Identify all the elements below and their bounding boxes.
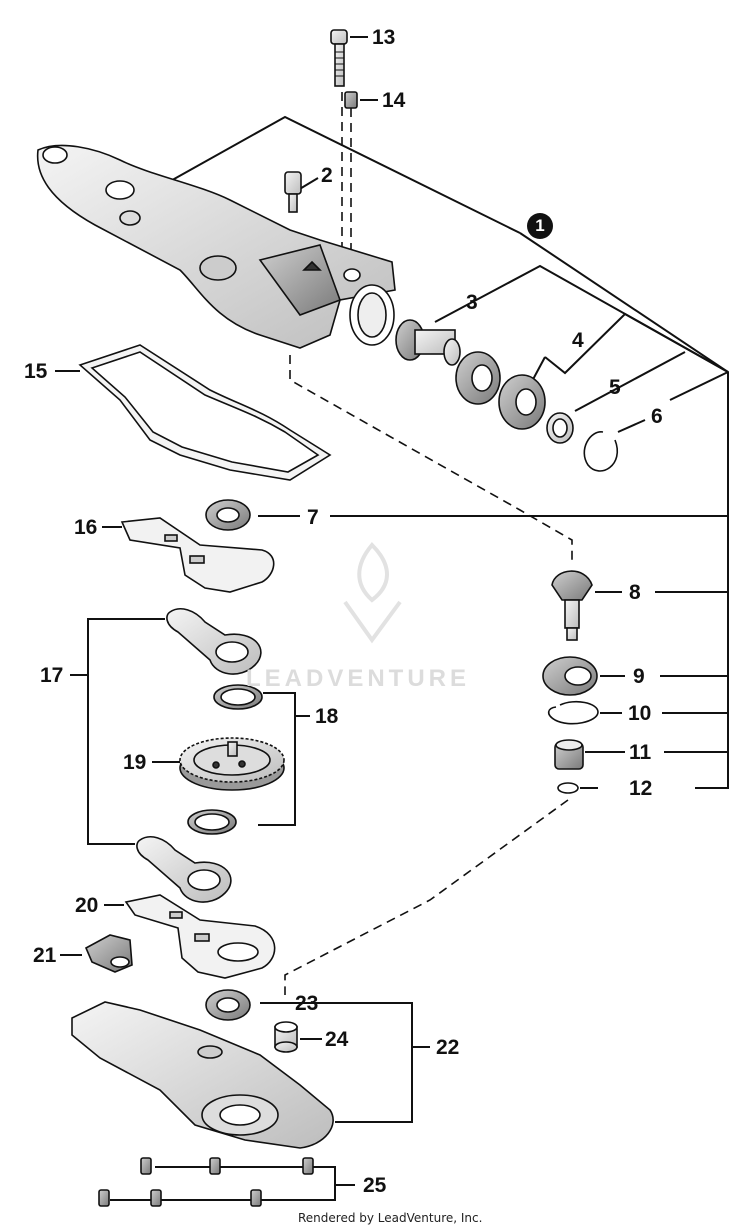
part-7-bearing <box>205 499 251 531</box>
part-24-bushing <box>274 1021 298 1053</box>
watermark-text: LEADVENTURE <box>246 665 471 692</box>
gearcase-housing <box>36 144 396 349</box>
callout-7: 7 <box>307 506 319 529</box>
part-3-pinion-shaft <box>395 319 461 366</box>
part-4-bearing-front <box>455 351 501 405</box>
part-20-plate <box>124 894 276 979</box>
part-8-bevel-gear <box>551 570 593 641</box>
alignment-lines <box>284 62 573 995</box>
callout-2: 2 <box>321 164 333 187</box>
part-14-set-screw <box>344 91 358 109</box>
part-10-snap-ring <box>547 700 599 725</box>
part-11-pinion <box>554 739 584 770</box>
callout-17: 17 <box>40 664 64 687</box>
part-17-rod-upper <box>166 608 262 675</box>
callout-16: 16 <box>74 516 98 539</box>
part-13-bolt <box>330 29 348 87</box>
callout-19: 19 <box>123 751 147 774</box>
callout-22: 22 <box>436 1036 460 1059</box>
part-5-shim <box>546 412 574 444</box>
callout-20: 20 <box>75 894 99 917</box>
footer-credit: Rendered by LeadVenture, Inc. <box>298 1211 483 1225</box>
leader-lines <box>55 36 729 1201</box>
part-12-washer <box>557 782 579 794</box>
callout-8: 8 <box>629 581 641 604</box>
callout-25: 25 <box>363 1174 387 1197</box>
callout-13: 13 <box>372 26 396 49</box>
callout-3: 3 <box>466 291 478 314</box>
callout-10: 10 <box>628 702 652 725</box>
part-6-snap-ring <box>583 431 618 472</box>
part-15-gasket <box>78 344 332 481</box>
part-17-rod-lower <box>136 836 232 903</box>
callout-12: 12 <box>629 777 653 800</box>
part-18-needle-bearing-upper <box>213 684 263 710</box>
assembly-1-badge: 1 <box>527 213 553 239</box>
callout-24: 24 <box>325 1028 349 1051</box>
part-25-screws <box>98 1157 314 1207</box>
part-18-needle-bearing-lower <box>187 809 237 835</box>
part-16-plate <box>120 517 275 593</box>
callout-21: 21 <box>33 944 57 967</box>
callout-9: 9 <box>633 665 645 688</box>
callout-11: 11 <box>629 741 652 764</box>
callout-23: 23 <box>295 992 319 1015</box>
callout-5: 5 <box>609 376 621 399</box>
part-23-bearing <box>205 989 251 1021</box>
part-9-bearing <box>542 656 598 696</box>
callout-18: 18 <box>315 705 339 728</box>
callout-6: 6 <box>651 405 663 428</box>
part-4-bearing-rear <box>498 374 546 430</box>
callout-15: 15 <box>24 360 48 383</box>
leadventure-logo <box>343 542 402 644</box>
callout-4: 4 <box>572 329 584 352</box>
callout-14: 14 <box>382 89 406 112</box>
part-2-grease-fitting <box>284 171 302 213</box>
part-19-gear <box>179 737 285 791</box>
part-22-lower-cover <box>71 1001 334 1149</box>
part-21-clip <box>84 934 133 973</box>
